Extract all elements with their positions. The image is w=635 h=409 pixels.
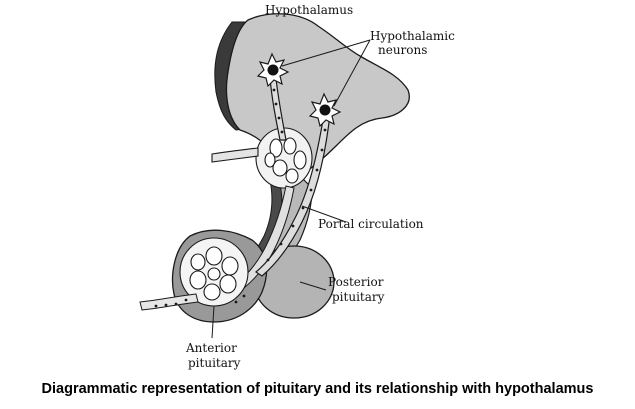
neuron-axons [254,77,331,277]
label-hypothalamus: Hypothalamus [265,3,353,17]
label-posterior-pituitary-line2: pituitary [332,290,385,304]
pituitary-hypothalamus-diagram: Hypothalamus Hypothalamic neurons Portal… [139,3,455,370]
upper-capillary-plexus [211,127,313,189]
label-anterior-pituitary-line2: pituitary [188,356,241,370]
figure-caption: Diagrammatic representation of pituitary… [41,381,594,397]
label-hypothalamic-neurons-line1: Hypothalamic [370,29,455,43]
outflow-vessel [139,293,199,311]
hypothalamic-neuron-2 [308,92,342,128]
label-anterior-pituitary-line1: Anterior [185,341,237,355]
leader-lines [211,39,371,339]
label-posterior-pituitary-line1: Posterior [328,275,384,289]
label-hypothalamic-neurons-line2: neurons [378,43,427,57]
neurosecretory-granules [154,88,327,308]
label-portal-circulation: Portal circulation [318,217,424,231]
hypothalamic-neuron-1 [256,52,290,88]
lower-capillary-plexus [179,237,249,307]
